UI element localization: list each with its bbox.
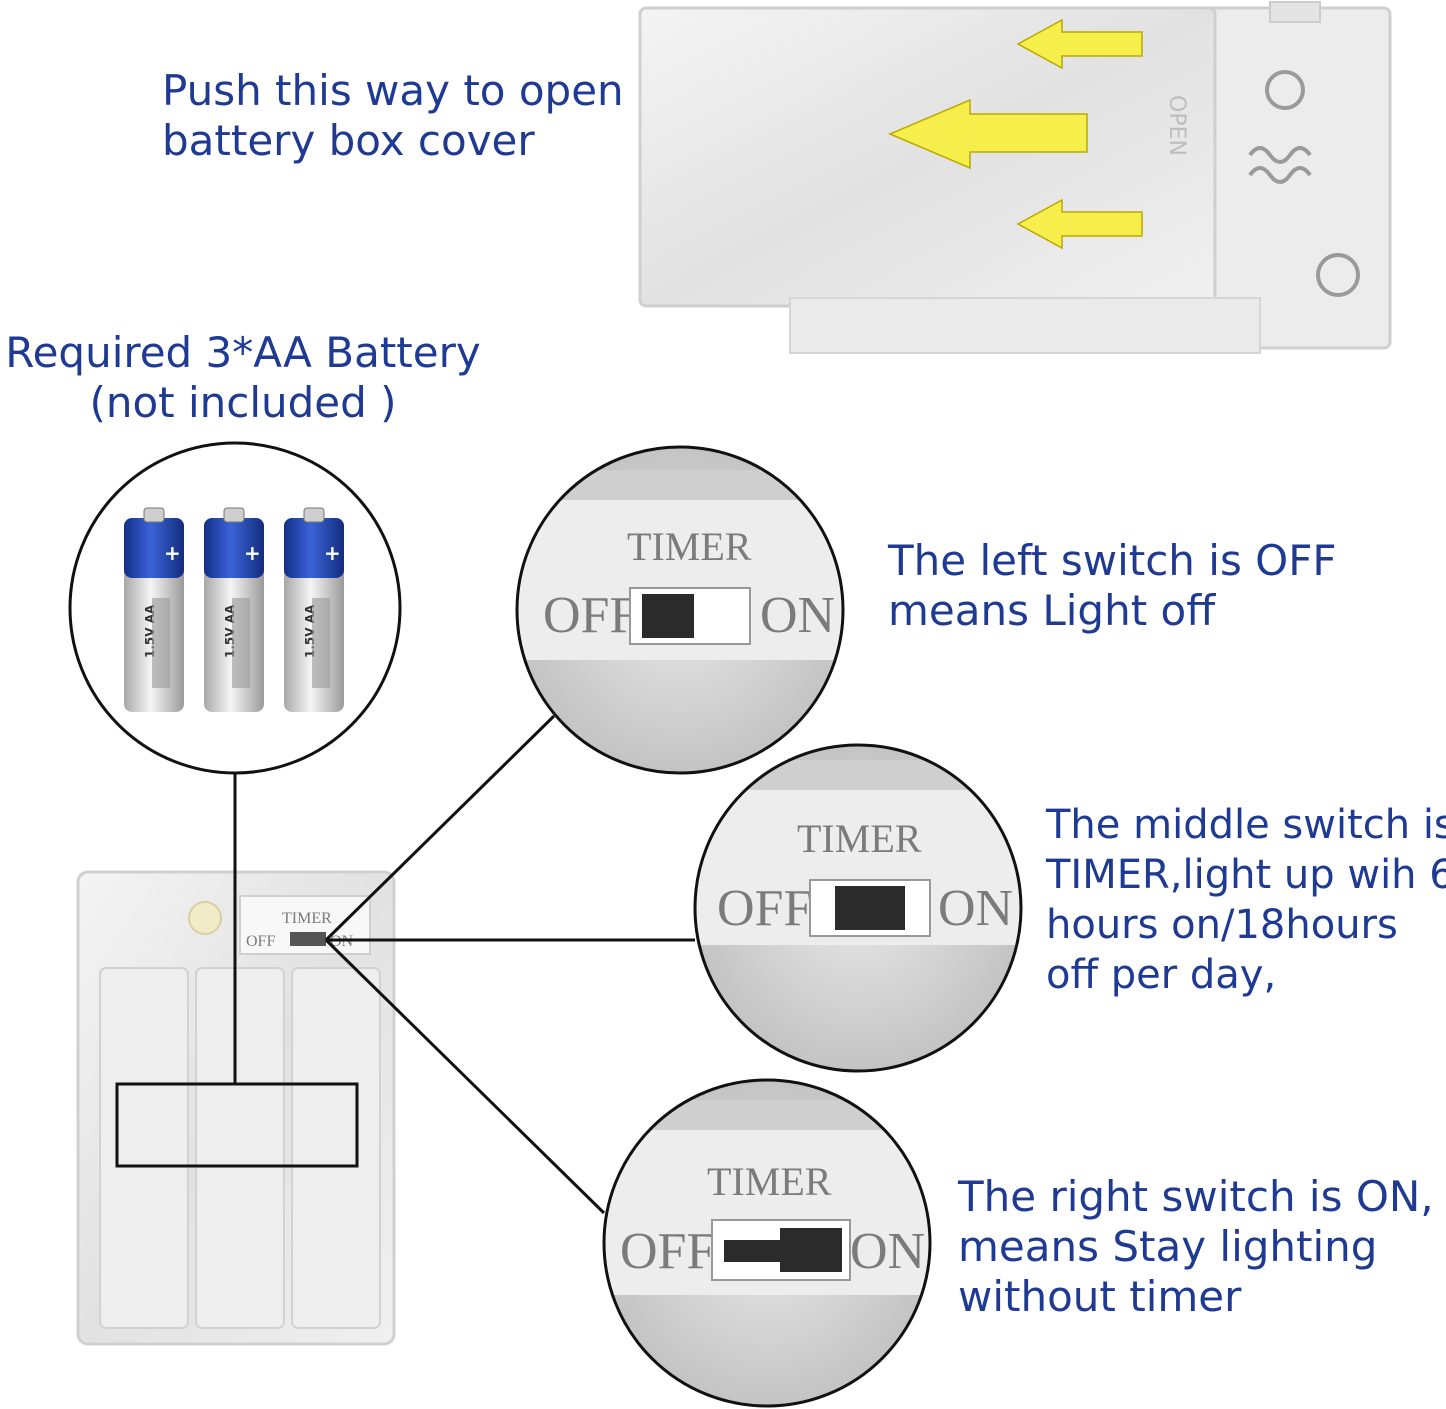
svg-text:TIMER: TIMER [282,910,332,927]
open-embossed-label: OPEN [1164,95,1189,156]
yellow-arrow-icon [888,18,1143,250]
svg-text:+: + [324,541,341,565]
middle-switch-line-2: TIMER,light up wih 6 [1046,852,1446,898]
connector-lines [233,714,695,1215]
slide-switch-icon [780,1228,842,1272]
spring-icon [1248,70,1360,297]
battery-compartment-highlight [115,1082,359,1168]
battery-box-bottom: TIMER OFF ON [76,870,396,1346]
right-switch-line-2: means Stay lighting [958,1222,1378,1271]
svg-text:TIMER: TIMER [797,816,922,861]
middle-switch-zoom: TIMER OFF ON [693,743,1023,1073]
svg-text:ON: ON [850,1223,925,1280]
battery-required-caption: Required 3*AA Battery (not included ) [0,328,486,428]
left-switch-caption: The left switch is OFF means Light off [888,536,1337,636]
svg-text:TIMER: TIMER [627,524,752,569]
middle-switch-line-3: hours on/18hours [1046,902,1398,948]
battery-slot [291,967,381,1329]
slide-switch-icon [290,932,326,946]
svg-text:ON: ON [938,880,1013,937]
right-switch-line-3: without timer [958,1272,1242,1321]
battery-slot [195,967,285,1329]
right-switch-caption: The right switch is ON, means Stay light… [958,1172,1434,1322]
slide-switch-icon [642,594,694,638]
right-switch-line-1: The right switch is ON, [958,1172,1434,1221]
battery-zoom-circle: + 1.5V AA + 1.5V AA + 1.5V AA [68,441,402,775]
left-switch-line-2: means Light off [888,586,1216,635]
svg-text:OFF: OFF [717,880,812,937]
svg-text:OFF: OFF [543,587,638,644]
slide-switch-icon [835,886,905,930]
svg-text:ON: ON [760,587,835,644]
box-corner [1269,1,1321,23]
battery-slot [99,967,189,1329]
svg-text:TIMER: TIMER [707,1159,832,1204]
right-switch-zoom: TIMER OFF ON [602,1078,932,1408]
svg-text:OFF: OFF [620,1223,715,1280]
open-cover-caption: Push this way to open battery box cover [162,66,624,166]
box-base [789,297,1261,354]
middle-switch-line-4: off per day, [1046,952,1277,998]
middle-switch-caption: The middle switch is TIMER,light up wih … [1046,800,1446,1000]
battery-required-line-2: (not included ) [89,378,397,427]
open-cover-line-1: Push this way to open [162,66,624,115]
aa-battery-icon: + 1.5V AA [124,507,184,712]
svg-text:+: + [244,541,261,565]
open-cover-line-2: battery box cover [162,116,535,165]
battery-box-top: OPEN [638,1,1392,354]
middle-switch-line-1: The middle switch is [1046,802,1446,848]
svg-text:+: + [164,541,181,565]
left-switch-zoom: TIMER OFF ON [515,445,845,775]
battery-required-line-1: Required 3*AA Battery [5,328,481,377]
aa-battery-icon: + 1.5V AA [204,507,264,712]
aa-battery-icon: + 1.5V AA [284,507,344,712]
led-bulb [188,901,222,935]
left-switch-line-1: The left switch is OFF [888,536,1337,585]
svg-text:OFF: OFF [246,933,275,950]
